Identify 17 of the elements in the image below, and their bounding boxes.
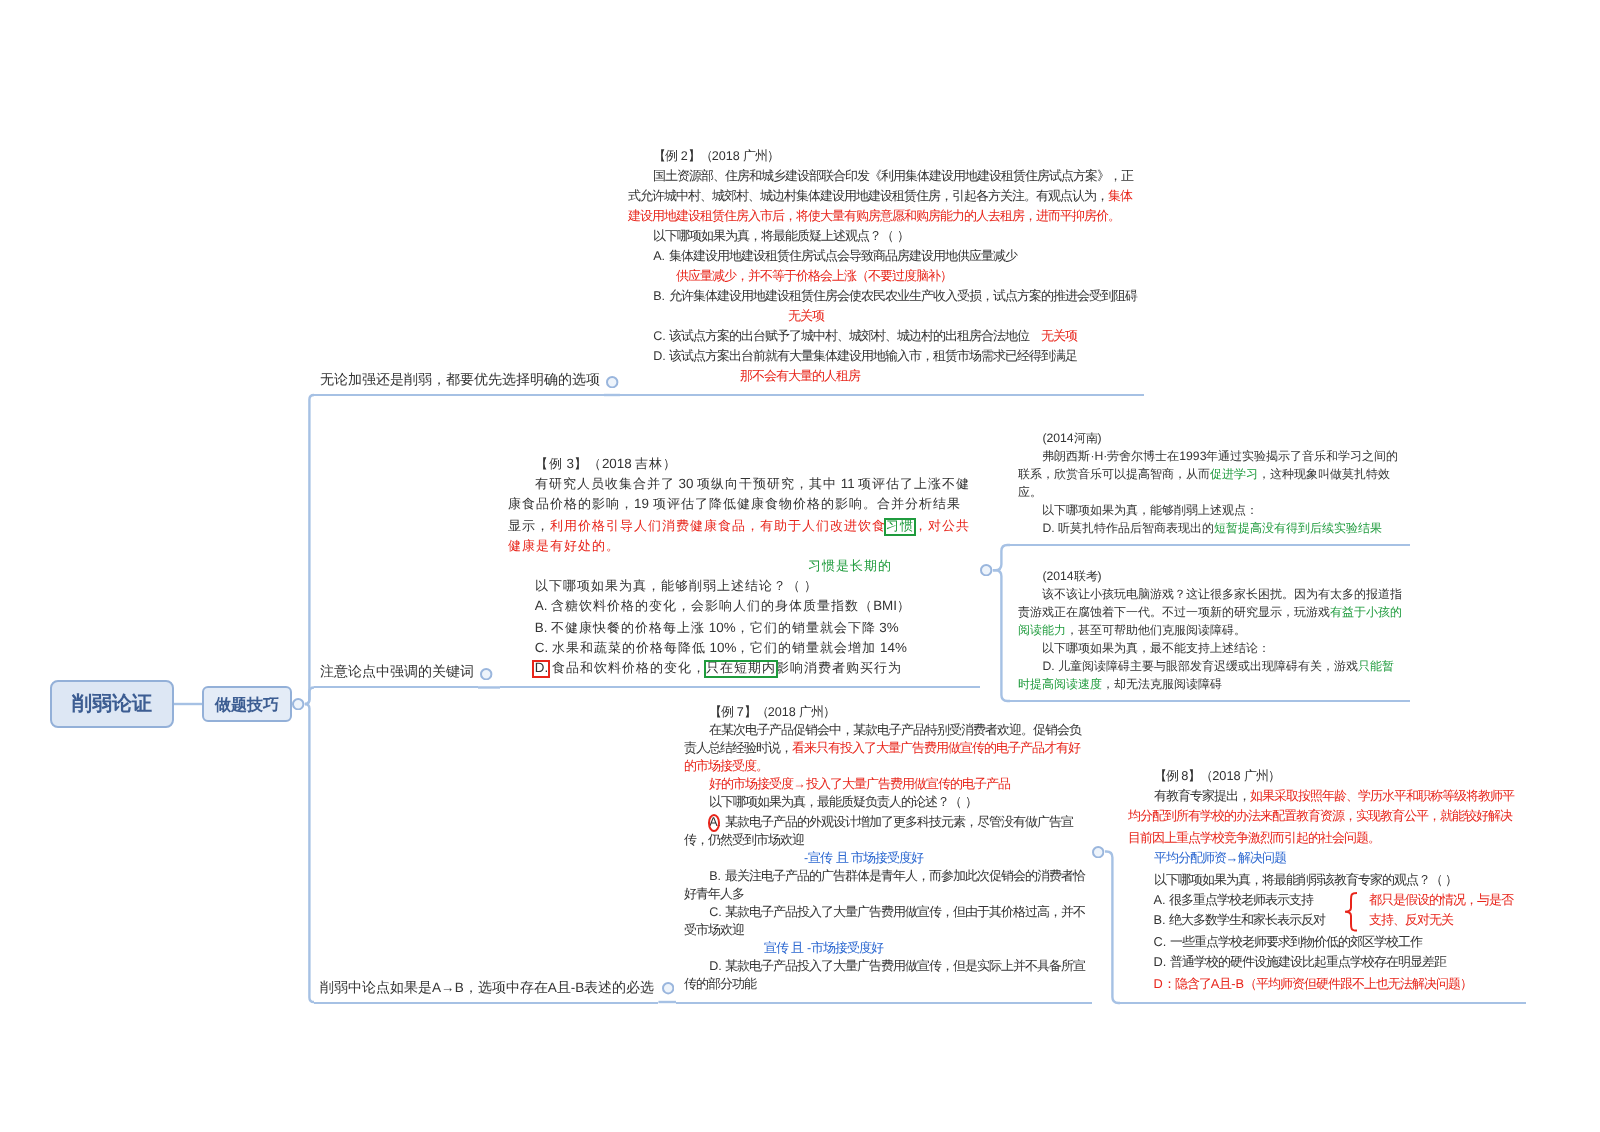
example-panel	[1010, 426, 1410, 546]
example-panel	[1120, 763, 1526, 1004]
subtopic-box: 做题技巧	[202, 686, 292, 722]
connector-line	[658, 1000, 676, 1004]
connector-line	[992, 543, 1010, 572]
connector-line	[1104, 850, 1121, 1005]
example-panel	[676, 700, 1092, 1003]
connector-line	[174, 702, 202, 706]
connector-line	[303, 686, 316, 706]
connector-line	[478, 686, 500, 689]
root-topic-box: 削弱论证	[50, 680, 174, 728]
connector-line	[604, 393, 620, 397]
example-panel	[1010, 564, 1410, 702]
example-panel	[620, 144, 1144, 396]
connector-line	[992, 569, 1010, 703]
connector-line	[303, 702, 316, 1004]
example-panel	[500, 452, 980, 689]
